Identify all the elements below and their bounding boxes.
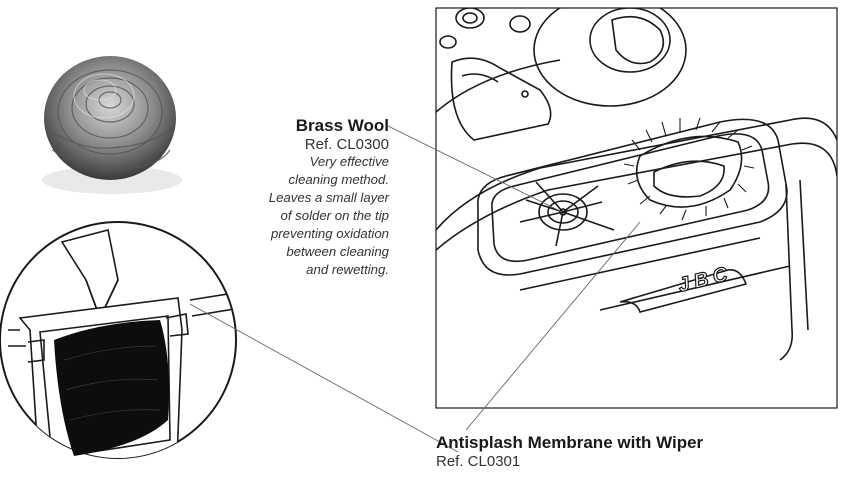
brass-wool-mass — [54, 320, 169, 456]
leader-membrane — [465, 221, 641, 431]
desc-line: Leaves a small layer — [268, 190, 389, 205]
brass-wool-description: Very effective cleaning method. Leaves a… — [199, 153, 389, 279]
desc-line: cleaning method. — [288, 172, 389, 187]
membrane-title: Antisplash Membrane with Wiper — [436, 433, 704, 452]
leader-magnifier — [189, 303, 459, 453]
wool-detail-magnifier — [0, 221, 237, 459]
brass-wool-photo — [42, 56, 182, 194]
antisplash-membrane — [538, 193, 588, 231]
desc-line: of solder on the tip — [280, 208, 389, 223]
leader-brass-wool — [387, 125, 563, 213]
wool-opening — [635, 135, 743, 208]
membrane-callout: Antisplash Membrane with Wiper Ref. CL03… — [436, 433, 836, 470]
desc-line: between cleaning — [286, 244, 389, 259]
leader-lines — [189, 125, 641, 453]
desc-line: Very effective — [309, 154, 389, 169]
desc-line: and rewetting. — [306, 262, 389, 277]
station-drawing: JBC — [435, 7, 838, 409]
brass-wool-title: Brass Wool — [295, 116, 389, 135]
brass-wool-callout: Brass Wool Ref. CL0300 Very effective cl… — [199, 116, 389, 279]
membrane-ref: Ref. CL0301 — [436, 453, 521, 470]
desc-line: preventing oxidation — [270, 226, 389, 241]
brass-wool-ref: Ref. CL0300 — [304, 136, 389, 153]
